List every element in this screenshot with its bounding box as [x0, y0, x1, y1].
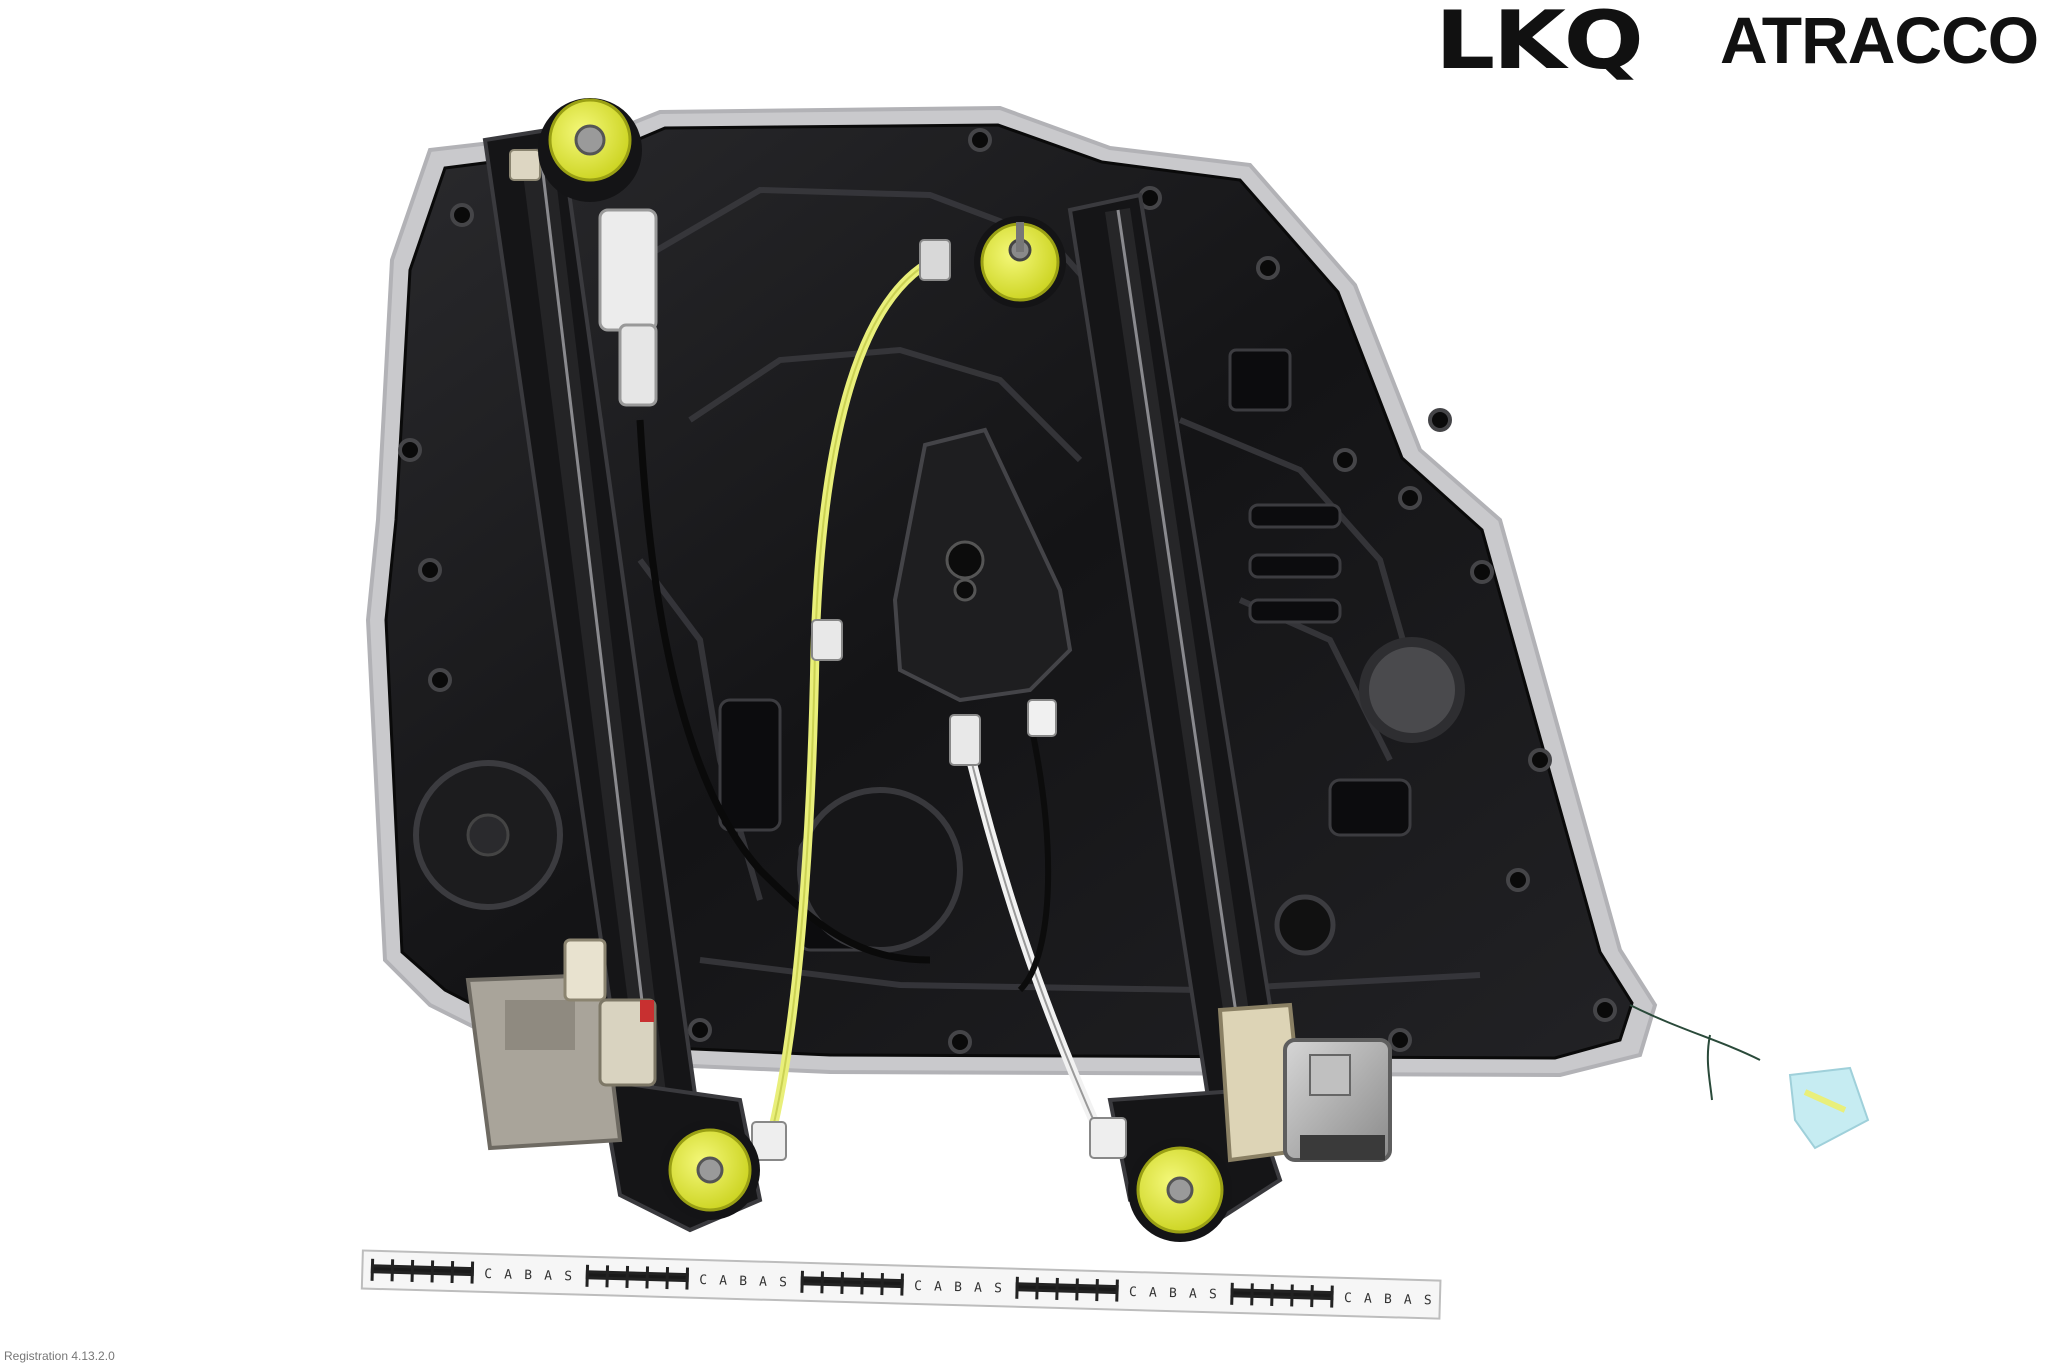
ruler-tick	[605, 1265, 610, 1288]
ruler-letter: C	[484, 1267, 492, 1282]
ruler-letter: C	[699, 1273, 707, 1288]
ruler-tick	[430, 1260, 435, 1283]
speaker-recess-right	[1359, 637, 1465, 743]
ruler-letter: B	[739, 1274, 747, 1289]
ruler-letter: A	[1404, 1293, 1412, 1308]
ruler-letter: A	[974, 1281, 982, 1296]
ruler-tick	[900, 1273, 904, 1296]
ruler-tick	[860, 1272, 864, 1295]
ruler-tick	[820, 1271, 824, 1294]
ruler-tick	[1270, 1283, 1274, 1306]
ruler-bar	[1230, 1288, 1334, 1301]
ruler-letter: A	[544, 1269, 552, 1284]
ruler-letter: S	[564, 1269, 572, 1284]
ruler-tick	[1035, 1277, 1039, 1300]
ruler-letter: B	[954, 1280, 962, 1295]
ruler-tick	[1015, 1276, 1019, 1299]
ruler-letter: A	[1149, 1285, 1157, 1300]
ruler-letter: S	[994, 1281, 1002, 1296]
mounting-holes	[398, 128, 1617, 1054]
ruler-tick	[370, 1258, 375, 1281]
ruler-bar	[370, 1264, 474, 1277]
logo-lkq: LKQ	[1435, 0, 1644, 87]
ruler-tick	[390, 1259, 395, 1282]
brand-logo: LKQ ATRACCO	[1425, 0, 2045, 87]
logo-atracco: ATRACCO	[1720, 3, 2039, 77]
ruler-tick	[645, 1266, 650, 1289]
ruler-letter: B	[1384, 1292, 1392, 1307]
ruler-tick	[410, 1259, 415, 1282]
cyan-tag	[1788, 1066, 1870, 1150]
ruler-letter: B	[524, 1268, 532, 1283]
ruler-tick	[585, 1264, 590, 1287]
ruler-tick	[1230, 1282, 1234, 1305]
ruler-letter: A	[1364, 1291, 1372, 1306]
ruler-bar	[1015, 1282, 1119, 1295]
ruler-letter: A	[759, 1275, 767, 1290]
ruler-letter: C	[914, 1279, 922, 1294]
loose-wire	[1629, 1004, 1761, 1101]
ruler-tick	[1075, 1278, 1079, 1301]
cable-black-left	[636, 419, 931, 964]
ruler-bar	[585, 1270, 689, 1283]
ruler-tick	[625, 1265, 630, 1288]
ruler-letter: A	[1189, 1287, 1197, 1302]
pulley-top-right	[974, 216, 1066, 308]
ruler-tick	[1250, 1283, 1254, 1306]
ruler-letter: S	[1424, 1293, 1432, 1308]
cable-clip	[598, 208, 658, 332]
ruler-tick	[470, 1261, 475, 1284]
ruler-letter: A	[934, 1279, 942, 1294]
ruler-letter: A	[719, 1273, 727, 1288]
ruler-letter: B	[1169, 1286, 1177, 1301]
ruler-tick	[1290, 1284, 1294, 1307]
pulley-bottom-left	[660, 1120, 760, 1220]
ruler-letter: C	[1129, 1285, 1137, 1300]
ruler-bar	[800, 1276, 904, 1289]
ruler-letter: C	[1344, 1291, 1352, 1306]
ruler-tick	[1310, 1284, 1314, 1308]
ruler-letter: S	[779, 1275, 787, 1290]
ruler-tick	[665, 1266, 670, 1290]
ruler-tick	[840, 1271, 844, 1294]
pulley-bottom-right	[1128, 1138, 1232, 1242]
ruler-letter: S	[1209, 1287, 1217, 1302]
ruler-tick	[450, 1260, 455, 1284]
ruler-tick	[1115, 1279, 1119, 1302]
ruler-tick	[800, 1270, 804, 1293]
registration-label: Registration 4.13.2.0	[4, 1349, 115, 1363]
ruler-tick	[1330, 1285, 1334, 1308]
ruler-tick	[880, 1272, 884, 1296]
pulley-top-left	[538, 98, 642, 202]
ruler-tick	[685, 1267, 690, 1290]
ruler-letter: A	[504, 1267, 512, 1282]
ruler-tick	[1095, 1278, 1099, 1302]
ruler-tick	[1055, 1277, 1059, 1300]
